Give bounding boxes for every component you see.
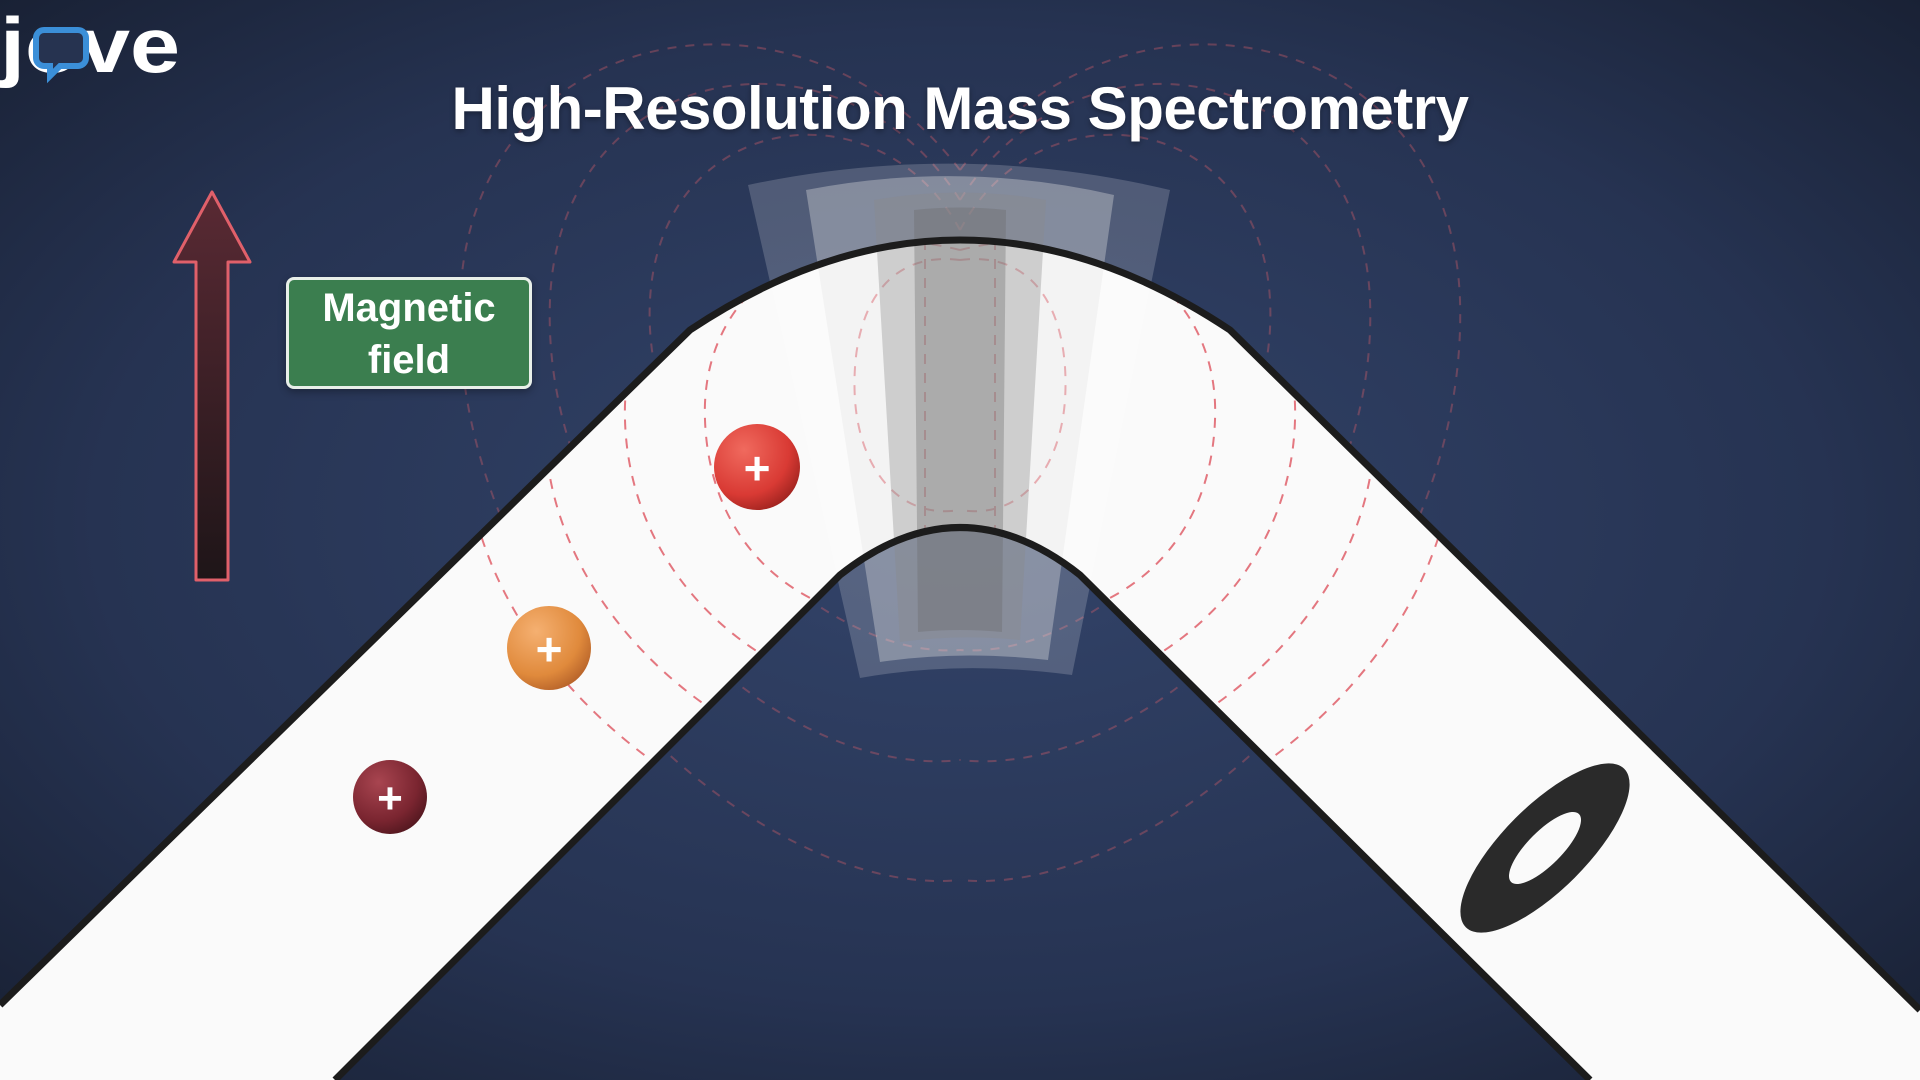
tube-outline — [0, 236, 1920, 1080]
jove-logo-text: jove — [0, 1, 180, 89]
ion-orange: + — [507, 606, 591, 690]
ion-red: + — [714, 424, 800, 510]
ion-orange-sign: + — [536, 623, 563, 675]
speech-bubble-o-icon — [33, 27, 89, 84]
magnetic-field-label: Magnetic field — [286, 277, 532, 389]
detector — [1460, 763, 1630, 933]
ion-dark-red-sign: + — [377, 774, 403, 823]
flight-tube — [0, 240, 1920, 1080]
jove-logo: jove — [0, 1, 180, 89]
magnetic-field-label-line2: field — [367, 338, 451, 382]
arrow-up-icon — [172, 190, 252, 582]
ion-dark-red: + — [353, 760, 427, 834]
magnetic-field-label-line1: Magnetic — [322, 286, 496, 330]
ion-red-sign: + — [744, 442, 771, 494]
page-title: High-Resolution Mass Spectrometry — [451, 75, 1469, 142]
